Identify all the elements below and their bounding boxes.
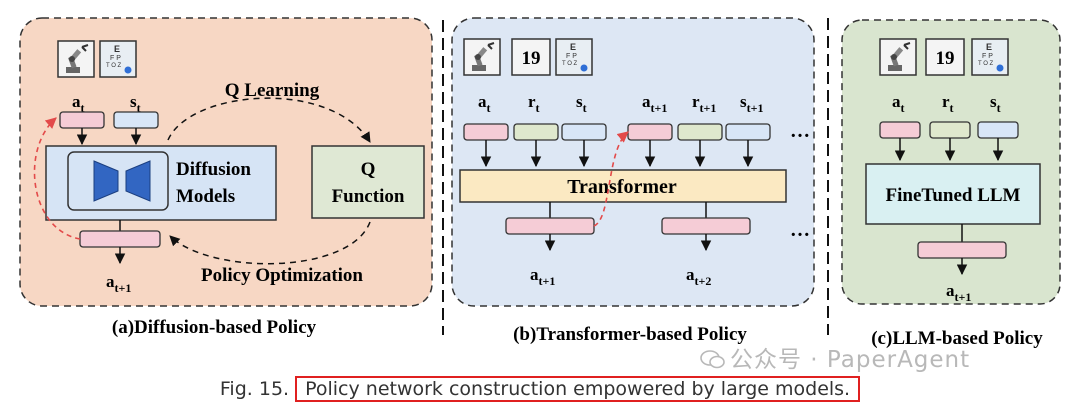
output-action-box	[917, 241, 1007, 259]
reward-value: 19	[936, 48, 955, 69]
panel-a-caption: (a)Diffusion-based Policy	[112, 317, 317, 338]
q-learning-label: Q Learning	[225, 80, 320, 101]
watermark: 公众号 · PaperAgent	[700, 340, 970, 374]
robot-arm-icon	[879, 38, 917, 76]
robot-arm-icon	[57, 40, 95, 78]
output-label-2: at+2	[686, 265, 711, 288]
input-label-r-t: rt	[528, 92, 540, 115]
output-action-box	[79, 230, 161, 248]
figure-caption: Fig. 15.Policy network construction empo…	[0, 376, 1080, 402]
output-action-box-2	[661, 217, 751, 235]
output-label: at+1	[946, 281, 971, 304]
eye-chart-icon	[555, 38, 593, 76]
figure-number: Fig. 15.	[219, 378, 290, 400]
figure-caption-text: Policy network construction empowered by…	[295, 376, 861, 402]
panel-b: 19 at rt st at+1 rt+1 st+1 Transformer … … at…	[451, 17, 815, 345]
autoregressive-arrow	[593, 131, 629, 227]
diffusion-label-line1: Diffusion	[176, 159, 251, 180]
panel-c-inputs: at rt st	[879, 92, 1019, 162]
input-ellipsis: …	[790, 120, 810, 142]
panel-b-inputs: at rt st at+1 rt+1 st+1	[463, 92, 771, 168]
input-embedding-box	[725, 123, 771, 141]
transformer-label: Transformer	[567, 176, 677, 198]
input-embedding-box	[513, 123, 559, 141]
reward-box	[511, 38, 551, 76]
input-embedding-box	[463, 123, 509, 141]
watermark-text: 公众号 · PaperAgent	[730, 347, 971, 373]
action-embedding-box	[59, 111, 105, 129]
output-label-at1: at+1	[106, 272, 131, 295]
state-embedding-box	[113, 111, 159, 129]
input-label-s-t+1: st+1	[740, 92, 763, 115]
diffusion-encoder-icon	[93, 160, 119, 202]
policy-optimization-label: Policy Optimization	[201, 265, 363, 286]
input-label-a-t: at	[892, 92, 905, 115]
eye-chart-icon	[99, 40, 137, 78]
input-embedding-box	[977, 121, 1019, 139]
input-label-a-t: at	[478, 92, 491, 115]
diffusion-models-box	[45, 145, 277, 221]
eye-chart-icon	[971, 38, 1009, 76]
input-label-s-t: st	[990, 92, 1001, 115]
panel-c-background	[841, 19, 1061, 305]
input-embedding-box	[561, 123, 607, 141]
robot-arm-icon	[463, 38, 501, 76]
diffusion-icon-frame	[67, 151, 169, 211]
transformer-box	[459, 169, 787, 203]
finetuned-llm-label: FineTuned LLM	[886, 185, 1021, 206]
diffusion-decoder-icon	[125, 160, 151, 202]
reward-value: 19	[522, 48, 541, 69]
finetuned-llm-box	[865, 163, 1041, 225]
input-label-r-t+1: rt+1	[692, 92, 716, 115]
panel-b-background	[451, 17, 815, 307]
panel-a: at st Diffusion Models Q Function Q Lear…	[19, 17, 433, 338]
output-ellipsis: …	[790, 219, 810, 241]
input-embedding-box	[677, 123, 723, 141]
input-label-a-t+1: at+1	[642, 92, 667, 115]
input-embedding-box	[879, 121, 921, 139]
panel-b-caption: (b)Transformer-based Policy	[513, 324, 747, 345]
action-feedback-arrow	[33, 117, 81, 240]
q-function-line2: Function	[332, 186, 405, 207]
input-label-r-t: rt	[942, 92, 954, 115]
action-label-at: at	[72, 92, 85, 115]
panel-c-caption: (c)LLM-based Policy	[871, 328, 1043, 349]
input-embedding-box	[929, 121, 971, 139]
q-learning-arrow	[167, 97, 371, 143]
diffusion-label-line2: Models	[176, 186, 235, 207]
input-label-s-t: st	[576, 92, 587, 115]
q-function-line1: Q	[361, 159, 376, 180]
q-function-box	[311, 145, 425, 219]
reward-box	[925, 38, 965, 76]
output-action-box-1	[505, 217, 595, 235]
output-label-1: at+1	[530, 265, 555, 288]
wechat-icon	[700, 350, 725, 369]
input-embedding-box	[627, 123, 673, 141]
panel-c: 19 at rt st FineTuned LLM at+1 (c)LLM-base…	[841, 19, 1061, 349]
state-label-st: st	[130, 92, 141, 115]
